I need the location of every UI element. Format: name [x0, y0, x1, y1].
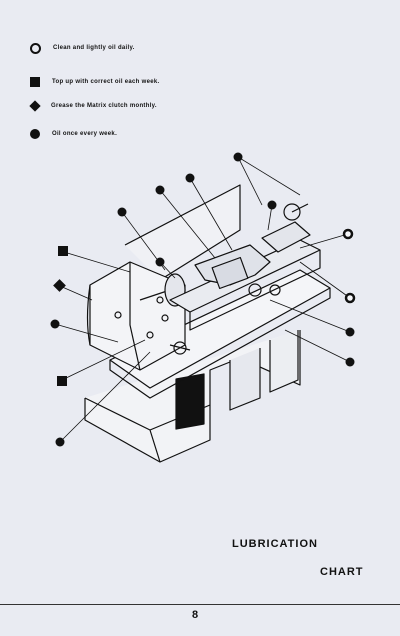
- dot-icon: [30, 129, 40, 139]
- legend-item-oil: Oil once every week.: [30, 126, 250, 142]
- diamond-icon: [29, 100, 41, 112]
- lathe-illustration: [50, 152, 356, 463]
- square-icon: [30, 77, 40, 87]
- legend-text: Top up with correct oil each week.: [52, 79, 160, 85]
- legend-text: Grease the Matrix clutch monthly.: [51, 103, 157, 109]
- chart-title-line1: LUBRICATION: [232, 538, 318, 550]
- footer-rule: [0, 604, 400, 605]
- legend-item-clean: Clean and lightly oil daily.: [30, 40, 250, 56]
- legend-text: Clean and lightly oil daily.: [53, 45, 135, 51]
- page-number: 8: [192, 609, 199, 621]
- legend-item-top-up: Top up with correct oil each week.: [30, 74, 250, 90]
- legend-item-grease: Grease the Matrix clutch monthly.: [29, 98, 250, 114]
- legend-text: Oil once every week.: [52, 131, 118, 137]
- ring-icon: [30, 42, 41, 54]
- chart-title-line2: CHART: [320, 566, 364, 578]
